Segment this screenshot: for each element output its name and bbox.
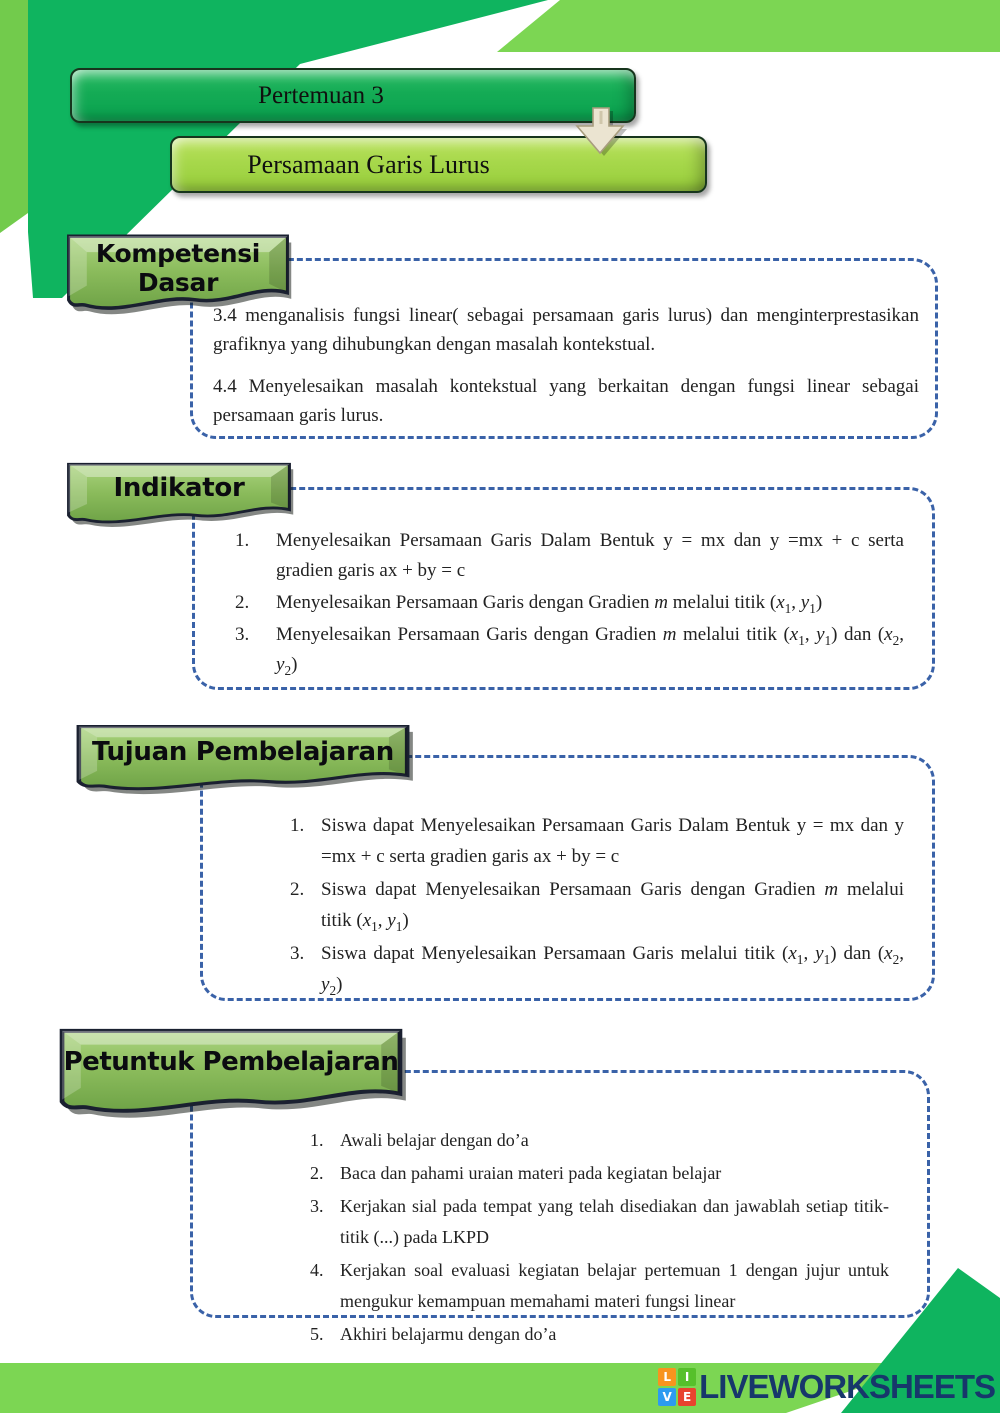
indikator-box: Menyelesaikan Persamaan Garis Dalam Bent…: [192, 487, 935, 690]
petunjuk-item: Akhiri belajarmu dengan do’a: [310, 1319, 557, 1350]
banner-ribbon-shape: [59, 1028, 406, 1118]
banner-ribbon-shape: [67, 462, 294, 527]
indikator-list: Menyelesaikan Persamaan Garis Dalam Bent…: [195, 490, 932, 680]
logo-tile: L: [658, 1368, 677, 1386]
logo-tile: V: [658, 1388, 677, 1406]
kompetensi-dasar-box: 3.4 menganalisis fungsi linear( sebagai …: [190, 258, 938, 439]
bottom-right-triangle-shape: [841, 1268, 1000, 1413]
liveworksheets-wordmark: LIVEWORKSHEETS: [699, 1368, 996, 1405]
indikator-heading: Indikator: [113, 473, 245, 503]
title-bar-pertemuan-label: Pertemuan 3: [258, 81, 384, 109]
logo-tile: E: [678, 1388, 697, 1406]
title-bar-pertemuan: Pertemuan 3: [70, 68, 636, 123]
tujuan-list: Siswa dapat Menyelesaikan Persamaan Gari…: [203, 758, 932, 1000]
petunjuk-heading: Petuntuk Pembelajaran: [63, 1047, 399, 1077]
indikator-banner: Indikator: [64, 460, 294, 538]
indikator-item: Menyelesaikan Persamaan Garis dengan Gra…: [235, 620, 904, 678]
banner-ribbon-shape: [76, 725, 413, 795]
banner-ribbon-shape: [67, 234, 292, 315]
tujuan-box: Siswa dapat Menyelesaikan Persamaan Gari…: [200, 755, 935, 1001]
petunjuk-banner: Petuntuk Pembelajaran: [55, 1025, 407, 1133]
tujuan-heading: Tujuan Pembelajaran: [91, 737, 395, 767]
tujuan-banner: Tujuan Pembelajaran: [72, 722, 414, 806]
petunjuk-item: Baca dan pahami uraian materi pada kegia…: [310, 1158, 722, 1189]
kompetensi-dasar-heading: Kompetensi Dasar: [95, 239, 261, 297]
petunjuk-item: Kerjakan soal evaluasi kegiatan belajar …: [310, 1255, 889, 1311]
indikator-item: Menyelesaikan Persamaan Garis dengan Gra…: [235, 588, 823, 618]
indikator-item: Menyelesaikan Persamaan Garis Dalam Bent…: [235, 526, 904, 581]
bottom-band-shape: [0, 1363, 933, 1413]
tujuan-item: Siswa dapat Menyelesaikan Persamaan Gari…: [290, 810, 904, 867]
logo-tile: I: [678, 1368, 697, 1386]
down-arrow-icon: [575, 107, 627, 156]
kompetensi-dasar-banner: Kompetensi Dasar: [64, 231, 292, 328]
title-bar-topic-label: Persamaan Garis Lurus: [247, 149, 490, 179]
top-left-band-shape: [0, 0, 28, 233]
tujuan-item: Siswa dapat Menyelesaikan Persamaan Gari…: [290, 938, 904, 998]
petunjuk-item: Kerjakan sial pada tempat yang telah dis…: [310, 1191, 889, 1247]
title-bar-topic: Persamaan Garis Lurus: [170, 136, 707, 193]
kompetensi-paragraph: 4.4 Menyelesaikan masalah kontekstual ya…: [213, 376, 919, 426]
petunjuk-item: Awali belajar dengan do’a: [310, 1125, 529, 1156]
top-right-band-shape: [497, 0, 1000, 52]
tujuan-item: Siswa dapat Menyelesaikan Persamaan Gari…: [290, 874, 904, 934]
kompetensi-paragraph: 3.4 menganalisis fungsi linear( sebagai …: [213, 305, 919, 355]
